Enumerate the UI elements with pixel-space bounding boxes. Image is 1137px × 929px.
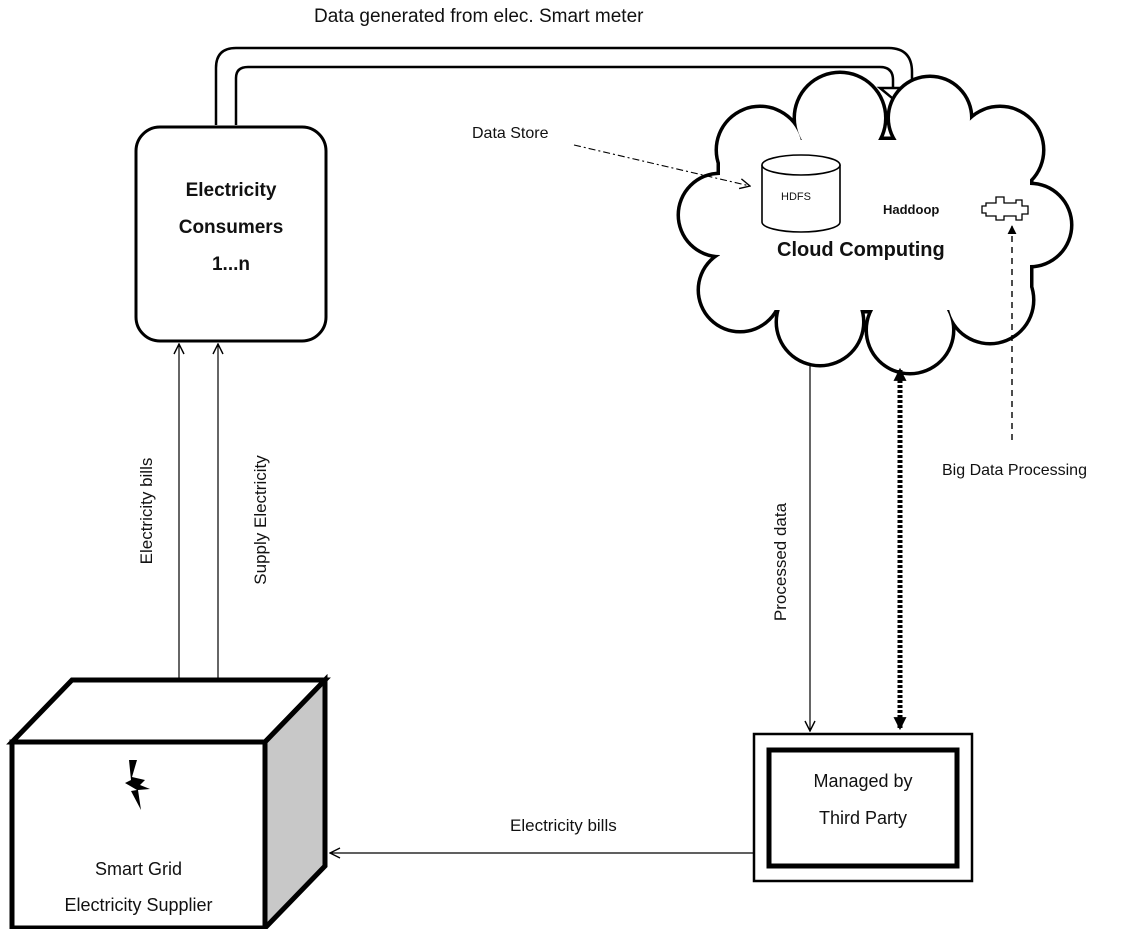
bills-up-label: Electricity bills <box>137 457 156 565</box>
hadoop-puzzle-icon <box>981 196 1029 221</box>
processed-data-label: Processed data <box>771 502 790 622</box>
consumers-title: Electricity Consumers 1...n <box>178 180 284 275</box>
cloud-shape <box>676 70 1074 376</box>
big-data-processing-label: Big Data Processing <box>942 462 1087 479</box>
data-store-pointer <box>573 144 750 186</box>
cloud-title: Cloud Computing <box>777 239 945 261</box>
hdfs-label: HDFS <box>781 191 811 203</box>
hadoop-label: Haddoop <box>883 202 940 217</box>
hdfs-cylinder-icon <box>761 154 841 233</box>
consumers-box <box>134 125 328 343</box>
data-store-label: Data Store <box>472 125 549 142</box>
third-party-box <box>752 732 974 883</box>
lightning-icon <box>125 760 150 810</box>
supply-label: Supply Electricity <box>251 455 270 585</box>
supplier-box <box>6 673 331 929</box>
smart-meter-data-label: Data generated from elec. Smart meter <box>314 6 644 27</box>
supplier-title: Smart Grid Electricity Supplier <box>64 859 213 915</box>
bills-back-label: Electricity bills <box>510 816 617 835</box>
third-party-title: Managed by Third Party <box>813 771 913 828</box>
